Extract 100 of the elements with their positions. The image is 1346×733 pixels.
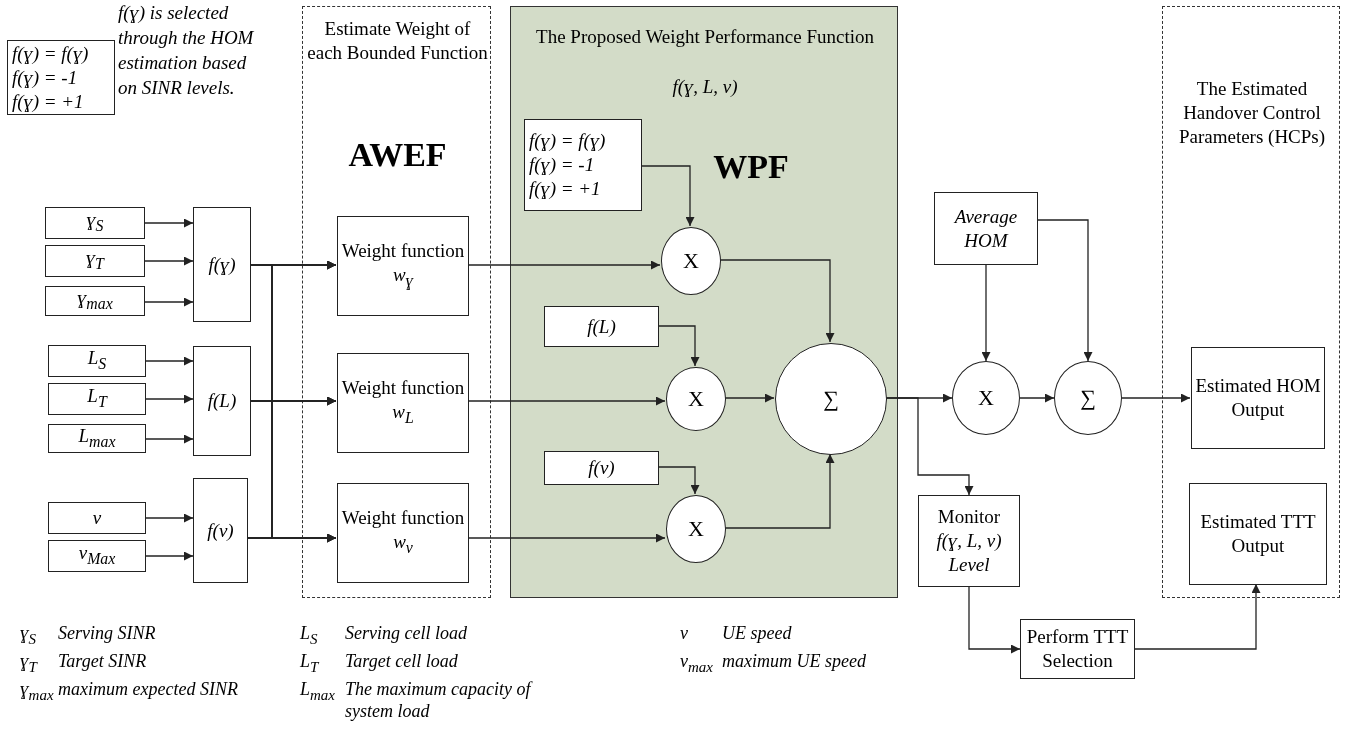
arrow: [144, 218, 194, 228]
process-box: [337, 483, 469, 583]
node-text: Perform TTT Selection: [1025, 625, 1130, 673]
arrow: [719, 259, 835, 343]
process-box: [524, 119, 642, 211]
node-text: Estimated HOM Output: [1194, 374, 1322, 422]
process-box: [45, 207, 145, 239]
arrow: [657, 466, 700, 495]
symbol-label: ɣ$_{max}$: [20, 678, 55, 705]
symbol-description: Serving cell load: [345, 622, 468, 644]
arrow: [145, 434, 194, 444]
dashed-group-box: [302, 6, 491, 598]
symbol-description: The maximum capacity of system load: [345, 678, 534, 722]
process-box: [45, 286, 145, 316]
node-text: f(ɣ) = +1: [529, 177, 601, 201]
arrow: [1037, 219, 1093, 362]
symbol-label: ν: [680, 622, 689, 644]
node-text: L$_{max}$: [78, 423, 116, 452]
process-box: [45, 245, 145, 277]
symbol-description: Target cell load: [345, 650, 459, 672]
symbol-description: maximum UE speed: [722, 650, 867, 672]
arrow: [1121, 393, 1191, 403]
node-text: ɣ$_{max}$: [77, 286, 113, 314]
node-text: f(ɣ) = f(ɣ): [529, 129, 606, 153]
node-text: ɣ$_{T}$: [86, 246, 104, 274]
arrow: [1019, 393, 1055, 403]
function-panel: [510, 6, 898, 598]
symbol-description: Serving SINR: [58, 622, 157, 644]
process-box: [544, 306, 659, 347]
group-title: The Estimated Handover Control Parameters (HCPs): [1177, 77, 1327, 149]
group-title: The Proposed Weight Performance Function: [535, 25, 875, 49]
node-text: f(ɣ) = -1: [12, 65, 78, 90]
symbol-description: Target SINR: [58, 650, 148, 672]
arrow: [640, 165, 695, 227]
process-box: [1191, 347, 1325, 449]
operator-symbol: ∑: [1080, 386, 1096, 410]
group-acronym: WPF: [712, 147, 790, 187]
group-title: f(ɣ, L, ν): [671, 75, 739, 99]
operator-symbol: X: [978, 386, 994, 410]
process-box: [934, 192, 1038, 265]
symbol-label: L$_{max}$: [300, 678, 336, 705]
process-box: [48, 345, 146, 377]
process-box: [7, 40, 115, 115]
node-text: ɣ$_{S}$: [86, 208, 104, 236]
process-box: [337, 216, 469, 316]
operator-symbol: X: [683, 249, 699, 273]
process-box: [337, 353, 469, 453]
arrow: [467, 260, 661, 270]
symbol-label: ν$_{max}$: [680, 650, 714, 677]
node-text: f(ɣ, L, ν): [936, 529, 1002, 553]
arrow: [724, 393, 775, 403]
node-text: ν$_{Max}$: [78, 541, 116, 569]
arrow: [1134, 583, 1261, 650]
process-box: [48, 383, 146, 415]
process-box: [48, 540, 146, 572]
node-text: f(ɣ) = f(ɣ): [12, 41, 89, 66]
arrow: [657, 325, 700, 367]
arrow: [885, 397, 974, 496]
arrow: [467, 396, 666, 406]
node-text: Level: [948, 553, 990, 577]
node-text: w$_{ɣ}$: [392, 263, 414, 292]
node-text: f(ɣ) = -1: [529, 153, 595, 177]
node-text: Average HOM: [953, 204, 1019, 253]
node-text: w$_{L}$: [392, 400, 414, 428]
node-text: f(ɣ): [208, 252, 236, 277]
arrow: [145, 513, 194, 523]
symbol-description: UE speed: [722, 622, 793, 644]
arrow: [145, 394, 194, 404]
node-text: f(ν): [207, 518, 234, 543]
multiplier-circle: [666, 367, 726, 431]
process-box: [544, 451, 659, 485]
arrow: [968, 586, 1021, 654]
node-text: f(ɣ) = +1: [12, 89, 84, 114]
arrow: [145, 356, 194, 366]
process-box: [193, 207, 251, 322]
node-text: f(L): [587, 314, 616, 339]
process-box: [48, 424, 146, 453]
arrow: [247, 533, 337, 543]
node-text: Weight function: [341, 376, 465, 401]
process-box: [1020, 619, 1135, 679]
symbol-label: L$_{S}$: [300, 622, 319, 649]
node-text: Weight function: [341, 506, 465, 531]
arrow: [145, 551, 194, 561]
dashed-group-box: [1162, 6, 1340, 598]
node-text: f(ν): [588, 456, 615, 480]
symbol-label: L$_{T}$: [300, 650, 320, 677]
node-text: f(L): [207, 389, 237, 413]
process-box: [193, 478, 248, 583]
process-box: [918, 495, 1020, 587]
group-acronym: AWEF: [347, 135, 448, 175]
node-text: L$_{T}$: [87, 384, 107, 412]
operator-symbol: X: [688, 517, 704, 541]
node-text: Monitor: [937, 505, 1001, 529]
arrow: [724, 453, 835, 529]
symbol-description: maximum expected SINR: [58, 678, 239, 700]
arrow: [144, 297, 194, 307]
node-text: Weight function: [341, 239, 465, 264]
arrow: [467, 533, 666, 543]
node-text: w$_{ν}$: [393, 530, 413, 558]
node-text: ν: [92, 506, 102, 530]
